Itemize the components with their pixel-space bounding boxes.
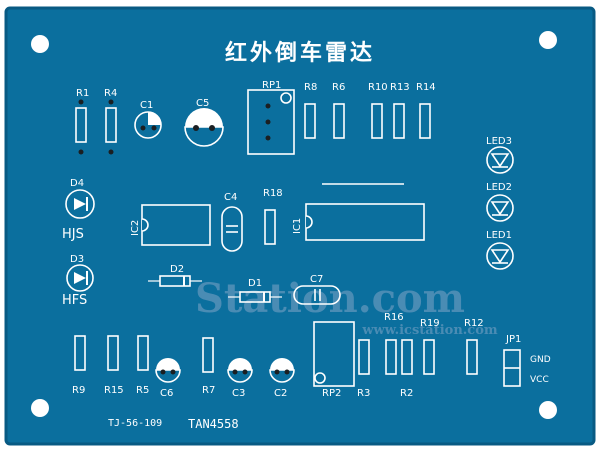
pad (265, 119, 271, 125)
resistor-r6 (333, 103, 345, 139)
resistor-r9 (74, 335, 86, 371)
label-r7: R7 (202, 385, 215, 396)
label-led1: LED1 (486, 230, 512, 241)
label-r3: R3 (357, 388, 370, 399)
mounting-hole-icon (539, 401, 557, 419)
label-led2: LED2 (486, 182, 512, 193)
pad (78, 99, 84, 105)
electrolytic-capacitor-icon (155, 358, 181, 383)
resistor-r14 (419, 103, 431, 139)
label-r8: R8 (304, 82, 317, 93)
label-d2: D2 (170, 264, 184, 275)
electrolytic-capacitor-icon (134, 111, 162, 139)
label-r4: R4 (104, 88, 117, 99)
led-diode-icon (486, 194, 514, 222)
footer-right: TAN4558 (188, 417, 239, 431)
resistor-r1 (75, 107, 87, 143)
pad (78, 149, 84, 155)
label-r16: R16 (384, 312, 404, 323)
led-diode-icon (486, 242, 514, 270)
resistor-r2 (401, 339, 413, 375)
label-gnd: GND (530, 355, 551, 365)
watermark-sub: www.icstation.com (361, 323, 498, 338)
label-ic2: IC2 (130, 220, 141, 236)
pad (265, 103, 271, 109)
capacitor-c7 (293, 285, 341, 305)
electrolytic-capacitor-icon (227, 358, 253, 383)
resistor-r19 (423, 339, 435, 375)
label-jp1: JP1 (505, 334, 521, 345)
label-c2: C2 (274, 388, 287, 399)
label-r1: R1 (76, 88, 89, 99)
mounting-hole-icon (31, 35, 49, 53)
pad (265, 135, 271, 141)
label-hjs: HJS (62, 227, 84, 242)
label-c3: C3 (232, 388, 245, 399)
resistor-r5 (137, 335, 149, 371)
resistor-r3 (358, 339, 370, 375)
label-c4: C4 (224, 192, 237, 203)
pad (108, 149, 114, 155)
electrolytic-capacitor-icon (184, 108, 224, 147)
resistor-r4 (105, 107, 117, 143)
resistor-r12 (466, 339, 478, 375)
resistor-r7 (202, 337, 214, 373)
label-r9: R9 (72, 385, 85, 396)
footer-left: TJ-56-109 (108, 418, 162, 429)
label-r2: R2 (400, 388, 413, 399)
label-r12: R12 (464, 318, 484, 329)
label-r15: R15 (104, 385, 124, 396)
label-vcc: VCC (530, 375, 549, 385)
led-diode-icon (486, 146, 514, 174)
label-r18: R18 (263, 188, 283, 199)
label-hfs: HFS (62, 293, 87, 308)
label-r13: R13 (390, 82, 410, 93)
label-r6: R6 (332, 82, 345, 93)
resistor-r8 (304, 103, 316, 139)
mounting-hole-icon (539, 31, 557, 49)
resistor-r15 (107, 335, 119, 371)
label-led3: LED3 (486, 136, 512, 147)
label-r19: R19 (420, 318, 440, 329)
label-ic1: IC1 (292, 218, 303, 234)
label-c7: C7 (310, 274, 323, 285)
label-c6: C6 (160, 388, 173, 399)
resistor-r13 (393, 103, 405, 139)
label-r5: R5 (136, 385, 149, 396)
led-diode-icon (65, 189, 95, 219)
label-r14: R14 (416, 82, 436, 93)
mounting-hole-icon (31, 399, 49, 417)
resistor-r10 (371, 103, 383, 139)
label-c1: C1 (140, 100, 153, 111)
label-rp1: RP1 (262, 80, 281, 91)
potentiometer-rp2 (313, 321, 355, 387)
electrolytic-capacitor-icon (269, 358, 295, 383)
label-r10: R10 (368, 82, 388, 93)
label-rp2: RP2 (322, 388, 341, 399)
board-title: 红外倒车雷达 (225, 40, 375, 66)
label-c5: C5 (196, 98, 209, 109)
pad (108, 99, 114, 105)
potentiometer-rp1 (247, 89, 295, 155)
capacitor-c4 (221, 206, 243, 252)
watermark-main: Station.com (195, 275, 465, 322)
label-d4: D4 (70, 178, 84, 189)
label-d1: D1 (248, 278, 262, 289)
label-d3: D3 (70, 254, 84, 265)
resistor-r16 (385, 339, 397, 375)
led-diode-icon (66, 264, 94, 292)
resistor-r18 (264, 209, 276, 245)
